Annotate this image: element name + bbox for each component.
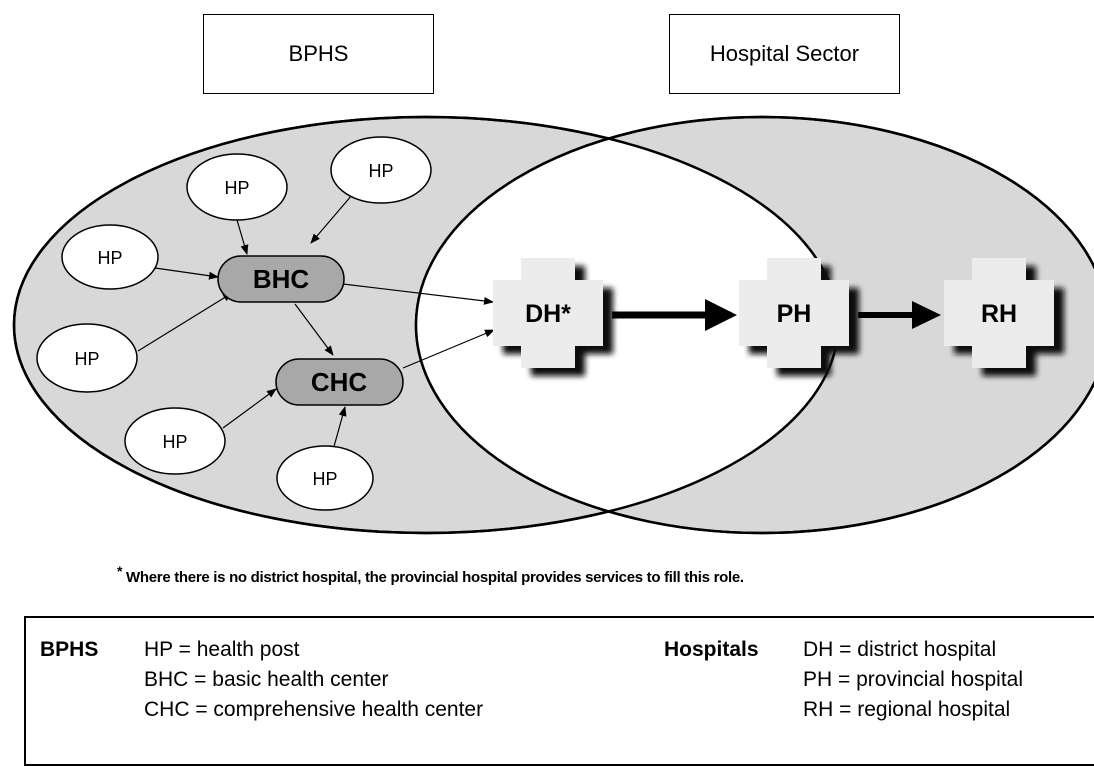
hp-node: HP [330,136,432,204]
legend-bphs-key: BPHS [40,638,99,661]
svg-text:HP: HP [312,469,337,489]
legend-hospitals-line: DH = district hospital [803,638,997,661]
legend-hospitals-key: Hospitals [664,638,759,661]
hp-node: HP [61,224,159,290]
hp-node: HP [186,153,288,221]
hp-node: HP [276,445,374,511]
footnote-star: * [117,563,123,579]
bphs-header-label: BPHS [288,41,349,66]
arrows [137,194,495,451]
svg-text:RH: RH [981,300,1017,328]
legend-hospitals-line: PH = provincial hospital [803,668,1024,691]
svg-text:HP: HP [224,178,249,198]
footnote-text: Where there is no district hospital, the… [126,569,744,586]
hp-node: HP [124,407,226,475]
svg-text:BHC: BHC [253,264,310,294]
legend-bphs-line: CHC = comprehensive health center [144,698,484,721]
legend-bphs-line: HP = health post [144,638,300,661]
dh-node: DH* [493,258,613,376]
ph-node: PH [739,258,859,376]
bhc-node: BHC [217,255,345,303]
bphs-header-box: BPHS [203,14,434,94]
rh-node: RH [944,258,1064,376]
chc-node: CHC [275,358,404,406]
svg-text:HP: HP [162,432,187,452]
hospital-sector-header-label: Hospital Sector [709,41,860,66]
hp-node: HP [36,323,138,393]
svg-text:HP: HP [368,161,393,181]
svg-text:DH*: DH* [525,300,571,328]
legend-hospitals-line: RH = regional hospital [803,698,1011,721]
venn-diagram: HP HP HP HP HP HP BHC CHC DH* [12,115,1094,535]
referral-arrows [612,299,941,331]
footnote: * Where there is no district hospital, t… [117,563,744,586]
svg-text:PH: PH [777,300,812,328]
legend-bphs-line: BHC = basic health center [144,668,389,691]
svg-text:HP: HP [97,248,122,268]
svg-text:CHC: CHC [311,367,368,397]
hospital-sector-header-box: Hospital Sector [669,14,900,94]
legend-box: BPHS HP = health post BHC = basic health… [24,616,1094,766]
svg-text:HP: HP [74,349,99,369]
